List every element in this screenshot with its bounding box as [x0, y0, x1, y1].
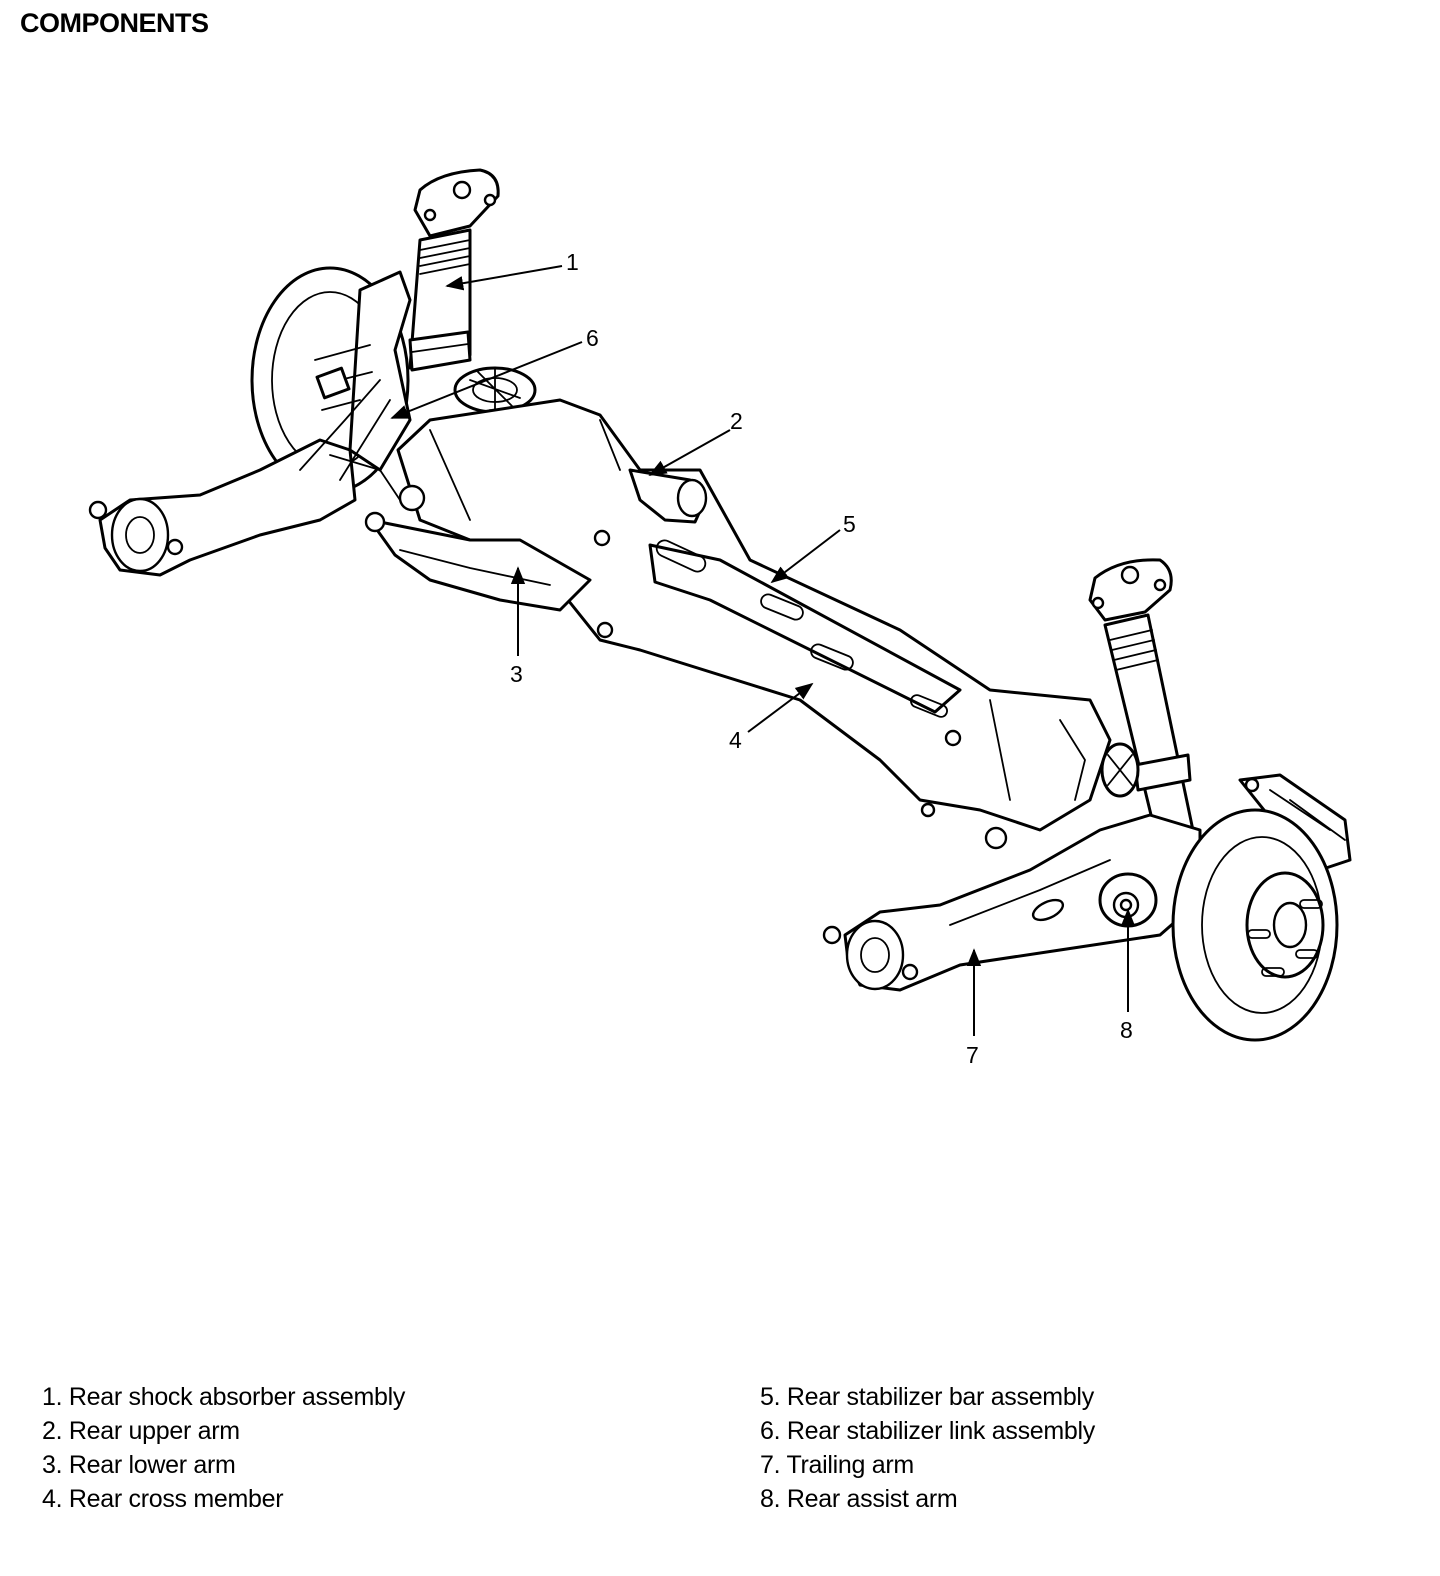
page-title: COMPONENTS: [20, 8, 209, 38]
rear-cross-member: [396, 398, 1112, 850]
legend-right: 5. Rear stabilizer bar assembly 6. Rear …: [760, 1380, 1095, 1516]
callout-2: 2: [730, 408, 743, 434]
leader-2: [648, 429, 731, 476]
left-trailing-arm: [88, 379, 401, 577]
callout-5: 5: [843, 511, 856, 537]
leader-5: [770, 529, 841, 584]
left-brake-assembly: [250, 266, 412, 494]
left-shock-absorber: [408, 168, 500, 372]
right-stabilizer-link: [1100, 742, 1140, 798]
leader-6: [390, 341, 583, 419]
legend-item: 5. Rear stabilizer bar assembly: [760, 1383, 1094, 1411]
legend-item: 2. Rear upper arm: [42, 1417, 240, 1445]
leader-4: [747, 682, 814, 733]
callout-leaders: [390, 265, 1136, 1036]
legend-item: 1. Rear shock absorber assembly: [42, 1383, 406, 1411]
right-trailing-arm: [822, 813, 1202, 992]
callout-1: 1: [566, 249, 579, 275]
callout-4: 4: [729, 727, 742, 753]
legend-item: 8. Rear assist arm: [760, 1485, 958, 1513]
left-stabilizer-link: [453, 366, 537, 429]
right-brake-assembly: [1171, 773, 1352, 1042]
legend-left: 1. Rear shock absorber assembly 2. Rear …: [42, 1380, 405, 1516]
callout-7: 7: [966, 1042, 979, 1068]
rear-upper-arm: [628, 468, 708, 524]
legend-item: 6. Rear stabilizer link assembly: [760, 1417, 1095, 1445]
callout-8: 8: [1120, 1017, 1133, 1043]
callout-6: 6: [586, 325, 599, 351]
legend-item: 7. Trailing arm: [760, 1451, 914, 1479]
leader-1: [445, 265, 563, 291]
rear-lower-arm: [364, 511, 592, 612]
legend-item: 3. Rear lower arm: [42, 1451, 236, 1479]
legend-item: 4. Rear cross member: [42, 1485, 284, 1513]
right-shock-absorber: [1088, 558, 1197, 854]
callout-3: 3: [510, 661, 523, 687]
rear-suspension-diagram: 1 2 3 4 5 6 7 8: [88, 168, 1352, 1068]
rear-stabilizer-bar: [648, 539, 962, 718]
